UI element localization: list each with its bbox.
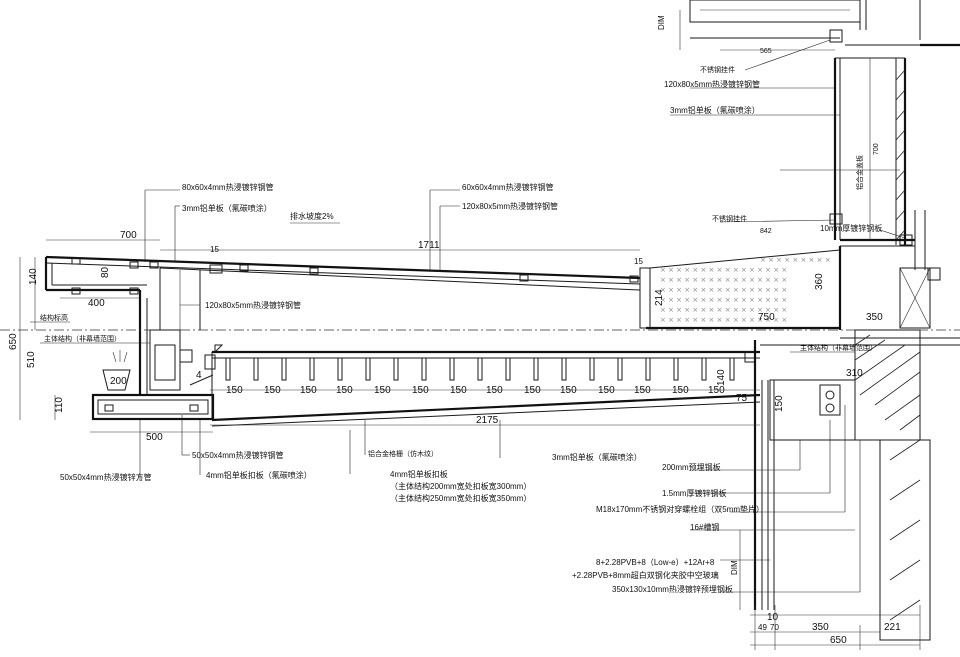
dim-150-11: 150 — [598, 385, 615, 396]
label-ceiling-note1: （主体结构200mm宽处扣板宽300mm） — [390, 481, 531, 491]
dim-150-7: 150 — [450, 385, 467, 396]
dim-200: 200 — [110, 376, 127, 387]
dim-140b: 140 — [716, 369, 727, 386]
label-tube-120x80-right: 120x80x5mm热浸镀锌钢管 — [664, 79, 760, 89]
dim-bottom-text: DIM — [730, 560, 739, 575]
dim-360: 360 — [814, 273, 825, 290]
dim-150-8: 150 — [486, 385, 503, 396]
dim-700v: 700 — [873, 143, 880, 155]
gutter-box — [91, 329, 224, 421]
label-steel-1-5: 1.5mm厚镀锌钢板 — [662, 488, 726, 498]
dim-2175: 2175 — [476, 415, 499, 426]
label-bolt: M18x170mm不锈钢对穿螺栓组（双5mm垫片） — [596, 504, 764, 514]
label-structure-line: 结构标高 — [40, 313, 68, 322]
dim-500: 500 — [146, 432, 163, 443]
label-al-4mm-ceiling: 4mm铝单板扣板 — [390, 469, 448, 479]
label-tube-50x50-b: 50x50x4mm热浸镀锌方管 — [60, 472, 152, 482]
svg-text:× × × × × × × × × × × × × × ×: × × × × × × × × × × × × × × × × — [660, 306, 787, 314]
dim-150-14: 150 — [708, 385, 725, 396]
right-vertical-panel — [829, 57, 926, 270]
dim-150-10: 150 — [560, 385, 577, 396]
label-embed: 350x130x10mm热浸镀锌预埋钢板 — [612, 584, 733, 594]
label-steel-plate-200: 200mm预埋钢板 — [662, 462, 721, 472]
dim-150-1: 150 — [226, 385, 243, 396]
dim-350r: 350 — [866, 312, 883, 323]
label-main-structure-left: 主体结构（非幕墙范围） — [44, 334, 121, 343]
dim-150-12: 150 — [634, 385, 651, 396]
dim-140: 140 — [28, 268, 39, 285]
dim-214: 214 — [654, 289, 665, 306]
label-glass2: +2.28PVB+8mm超白双钢化夹胶中空玻璃 — [572, 570, 719, 580]
dim-310: 310 — [846, 368, 863, 379]
dim-150-3: 150 — [300, 385, 317, 396]
label-tube-120x80-mid: 120x80x5mm热浸镀锌钢管 — [205, 300, 301, 310]
label-glass1: 8+2.28PVB+8（Low-e）+12Ar+8 — [596, 558, 715, 567]
svg-text:× × × × × × × × × × × × × × ×: × × × × × × × × × × × × × × × × — [660, 316, 787, 324]
dim-150-9: 150 — [524, 385, 541, 396]
label-slope: 排水坡度2% — [290, 211, 334, 221]
dim-49: 49 — [758, 623, 767, 632]
dim-221: 221 — [884, 622, 901, 633]
svg-text:× × × × × × × × × × × × × × ×: × × × × × × × × × × × × × × × × — [660, 266, 787, 274]
dim-650v: 650 — [8, 333, 19, 350]
dim-1711: 1711 — [418, 240, 440, 251]
dim-15b: 15 — [634, 257, 643, 266]
dims-150-row: 150 150 150 150 150 150 150 150 150 150 … — [226, 385, 725, 396]
bottom-right-leaders — [690, 405, 861, 593]
bottom-left-leaders — [139, 415, 501, 480]
label-al-4mm-water: 4mm铝单板扣板（氟碳喷涂） — [206, 470, 312, 480]
dim-70: 70 — [770, 623, 779, 632]
dim-80: 80 — [100, 266, 111, 278]
label-ceiling-note2: （主体结构250mm宽处扣板宽350mm） — [390, 493, 531, 503]
dim-150-6: 150 — [412, 385, 429, 396]
dims-bottom — [739, 530, 921, 650]
dim-150-2: 150 — [264, 385, 281, 396]
dim-110: 110 — [54, 397, 65, 413]
dim-650b: 650 — [830, 635, 847, 646]
dim-400: 400 — [88, 298, 105, 309]
dim-150-4: 150 — [336, 385, 353, 396]
dim-15a: 15 — [210, 245, 219, 254]
dim-top-text: DIM — [657, 15, 666, 30]
right-wall — [760, 267, 960, 641]
label-tube-120x80-top: 120x80x5mm热浸镀锌钢管 — [462, 201, 558, 211]
insulation-pattern: × × × × × × × × × × × × × × × × × × × × … — [660, 256, 831, 324]
dim-510: 510 — [26, 351, 37, 368]
dim-565: 565 — [720, 48, 835, 55]
dim-750: 750 — [758, 312, 775, 323]
label-al-cap: 铝合金盖板 — [855, 155, 864, 190]
label-ss-hanger-mid: 不锈钢挂件 — [712, 214, 747, 223]
svg-text:× × × × × × × × ×: × × × × × × × × × — [760, 256, 831, 264]
label-gasket: 16#槽钢 — [690, 522, 719, 532]
label-al-3mm-right: 3mm铝单板（氟碳喷涂） — [670, 105, 760, 115]
dim-150-13: 150 — [672, 385, 689, 396]
svg-text:× × × × × × × × × × × × × × ×: × × × × × × × × × × × × × × × × — [660, 286, 787, 294]
dim-150v: 150 — [774, 395, 785, 412]
top-leaders — [30, 189, 855, 353]
label-al-3mm-bottom: 3mm铝单板（氟碳喷涂） — [552, 452, 642, 462]
dim-75: 75 — [736, 393, 748, 404]
label-main-structure-right: 主体结构（非幕墙范围） — [800, 343, 877, 352]
right-top-leaders — [670, 39, 906, 239]
dim-842: 842 — [760, 228, 772, 235]
label-tube-50x50: 50x50x4mm热浸镀锌钢管 — [192, 450, 284, 460]
dim-150-5: 150 — [374, 385, 391, 396]
dims-left — [19, 239, 760, 433]
label-al-3mm-top: 3mm铝单板（氟碳喷涂） — [182, 203, 272, 213]
dim-350b: 350 — [812, 622, 829, 633]
svg-text:× × × × × × × × × × × × × × ×: × × × × × × × × × × × × × × × × — [660, 276, 787, 284]
upper-frame — [689, 0, 960, 47]
dim-4: 4 — [196, 370, 202, 381]
svg-text:× × × × × × × × × × × × × × ×: × × × × × × × × × × × × × × × × — [660, 296, 787, 304]
label-al-grille: 铝合金格栅（仿木纹） — [368, 449, 438, 458]
dim-700: 700 — [120, 230, 137, 241]
label-tube-60x60: 60x60x4mm热浸镀锌钢管 — [462, 182, 554, 192]
dim-565-text: 565 — [760, 48, 772, 55]
label-tube-80x60: 80x60x4mm热浸镀锌钢管 — [182, 182, 274, 192]
label-ss-hanger-top: 不锈钢挂件 — [700, 65, 735, 74]
label-steel-10mm: 10mm厚镀锌钢板 — [820, 223, 882, 233]
dim-10: 10 — [767, 612, 779, 623]
ceiling — [211, 340, 775, 610]
